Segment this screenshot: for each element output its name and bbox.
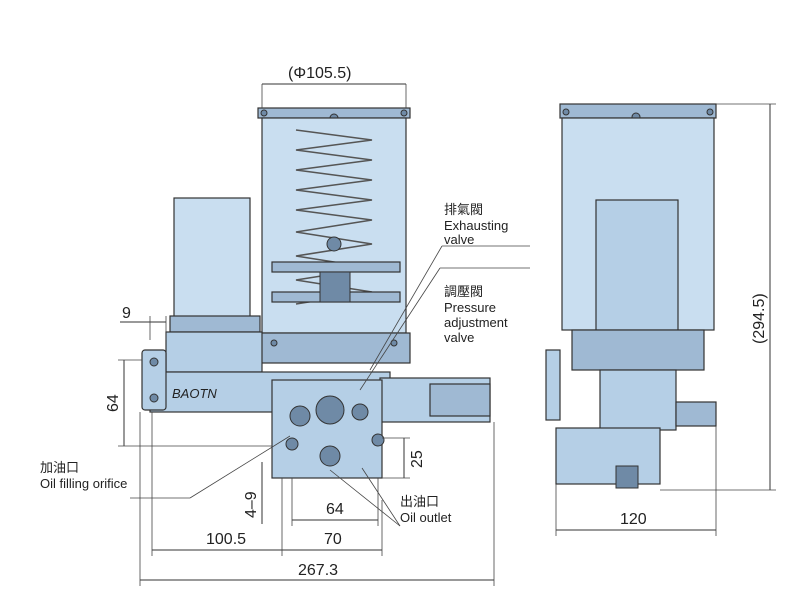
dim-tank-diameter: (Φ105.5)	[288, 65, 351, 82]
label-pressure-en-2: adjustment	[444, 315, 508, 330]
label-outlet-cn: 出油口	[400, 495, 439, 510]
label-exhaust-en-2: valve	[444, 232, 474, 247]
dim-64-left: 64	[105, 394, 122, 412]
dimension-lines	[118, 83, 776, 586]
label-pressure-en-1: Pressure	[444, 300, 496, 315]
label-exhaust-cn: 排氣閥	[444, 203, 483, 218]
motor-housing	[165, 331, 263, 373]
label-exhaust-en-1: Exhausting	[444, 218, 508, 233]
leader-lines	[130, 245, 530, 527]
label-outlet-en: Oil outlet	[400, 510, 452, 525]
front-view: BAOTN	[141, 107, 491, 479]
side-view	[545, 103, 717, 489]
label-fill-cn: 加油口	[40, 461, 79, 476]
dim-height: (294.5)	[751, 293, 768, 344]
tank-base	[257, 332, 411, 364]
label-fill-en: Oil filling orifice	[40, 476, 127, 491]
dim-64-bottom: 64	[326, 501, 344, 518]
dim-120: 120	[620, 511, 647, 528]
dim-70: 70	[324, 531, 342, 548]
dim-100-5: 100.5	[206, 531, 246, 548]
label-pressure-cn: 調壓閥	[444, 285, 483, 300]
brand-label: BAOTN	[172, 386, 217, 401]
dim-267-3: 267.3	[298, 562, 338, 579]
dim-4-9: 4–9	[243, 491, 260, 518]
dim-9: 9	[122, 305, 131, 322]
motor	[173, 197, 251, 321]
dim-25: 25	[409, 450, 426, 468]
side-bracket	[555, 427, 661, 485]
label-pressure-en-3: valve	[444, 330, 474, 345]
